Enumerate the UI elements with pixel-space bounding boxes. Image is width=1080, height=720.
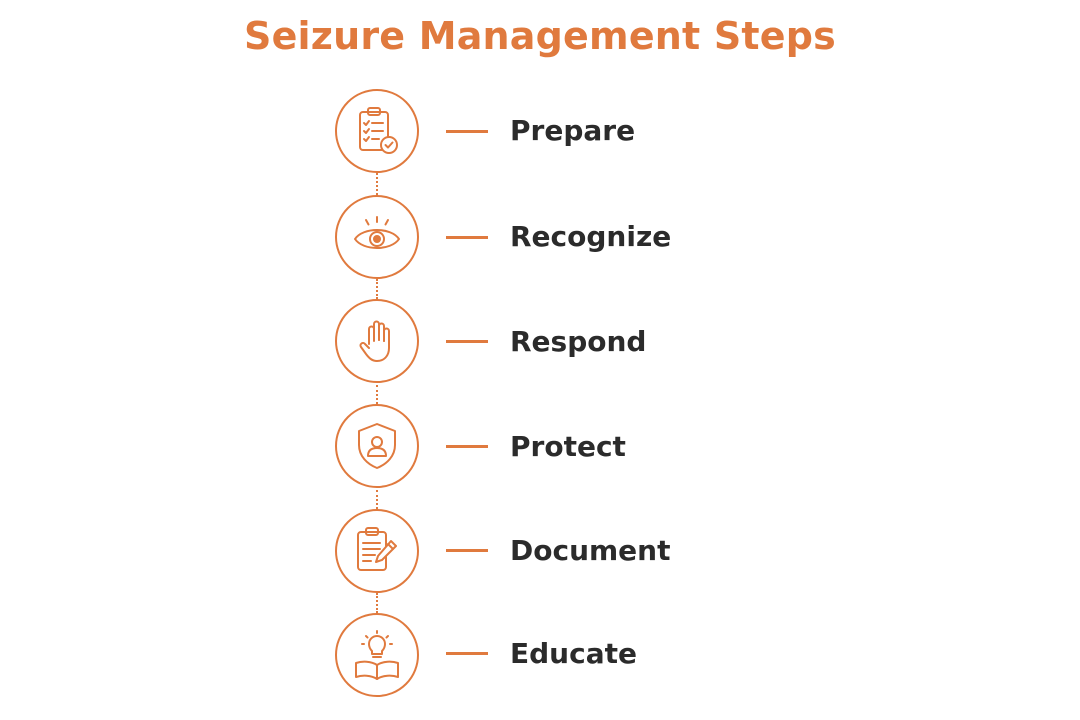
step-label-recognize: Recognize: [510, 220, 672, 253]
step-4-circle: [335, 404, 419, 488]
step-4-dash: [446, 445, 488, 448]
step-6-dash: [446, 652, 488, 655]
step-5-dash: [446, 549, 488, 552]
step-1-circle: [335, 89, 419, 173]
clipboard-checklist-icon: [359, 107, 398, 154]
step-6-circle: [335, 613, 419, 697]
step-2-dash: [446, 236, 488, 239]
connector-line: [376, 279, 378, 299]
connector-line: [376, 490, 378, 509]
step-label-protect: Protect: [510, 430, 626, 463]
eye-icon: [354, 216, 400, 249]
step-5-circle: [335, 509, 419, 593]
connector-line: [376, 593, 378, 613]
step-1-dash: [446, 130, 488, 133]
connector-line: [376, 173, 378, 195]
step-label-document: Document: [510, 534, 671, 567]
step-label-respond: Respond: [510, 325, 647, 358]
connector-line: [376, 385, 378, 404]
lightbulb-book-icon: [355, 630, 399, 680]
step-3-circle: [335, 299, 419, 383]
page-title: Seizure Management Steps: [244, 14, 836, 58]
shield-person-icon: [358, 423, 396, 469]
step-3-dash: [446, 340, 488, 343]
clipboard-pencil-icon: [357, 527, 397, 571]
step-label-prepare: Prepare: [510, 114, 636, 147]
step-2-circle: [335, 195, 419, 279]
hand-icon: [359, 320, 390, 362]
step-label-educate: Educate: [510, 637, 637, 670]
